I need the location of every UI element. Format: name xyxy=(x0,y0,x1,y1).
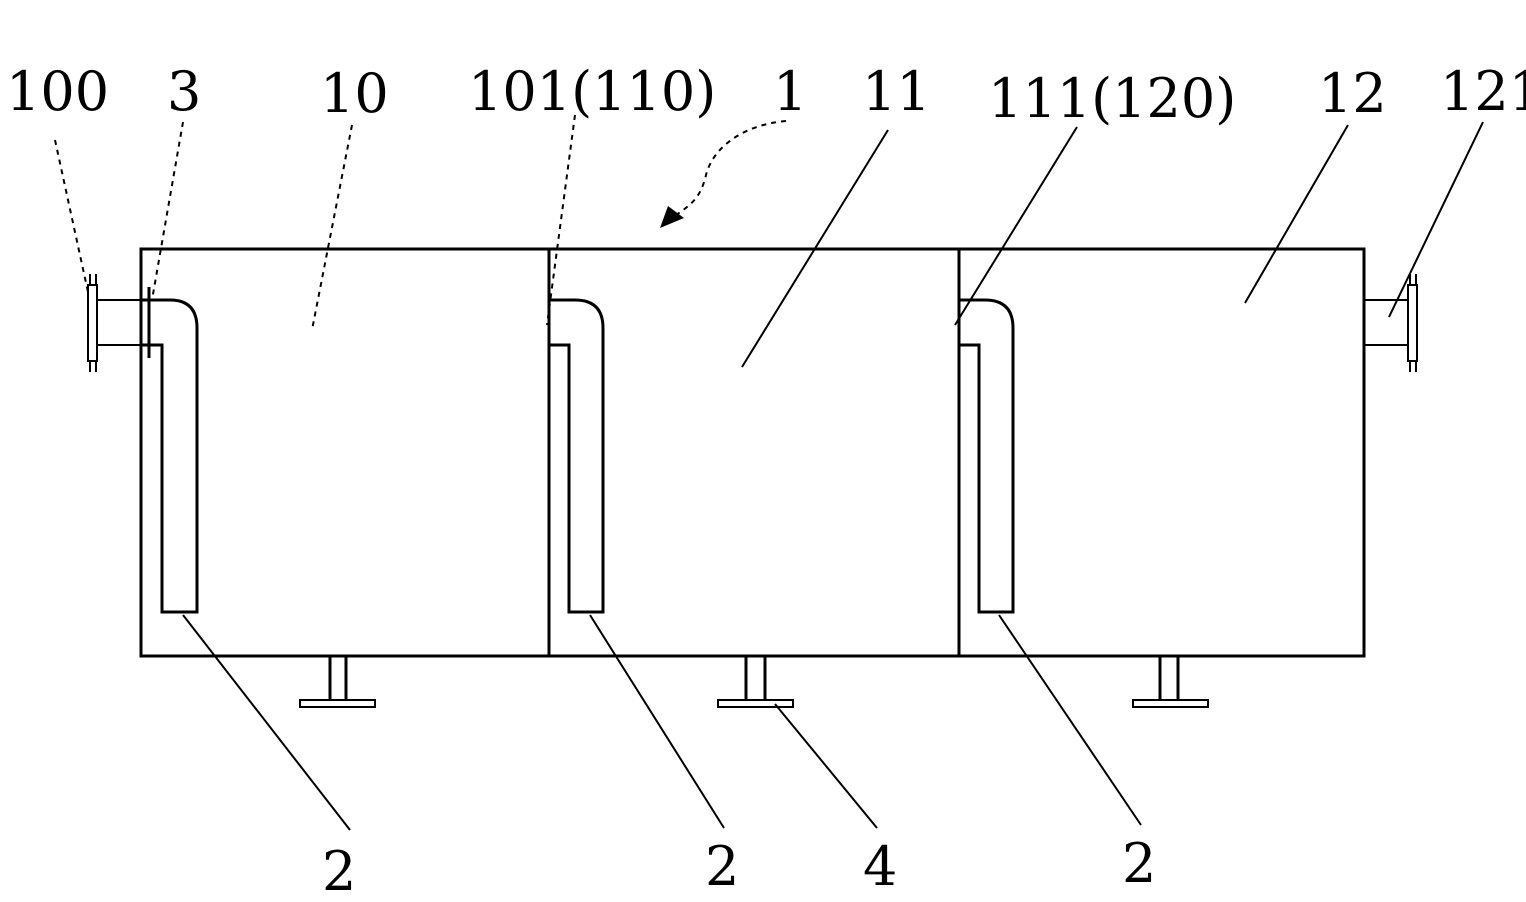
label-chamber-1: 10 xyxy=(320,62,389,125)
label-chamber-2: 11 xyxy=(862,60,931,123)
pipe-2 xyxy=(549,298,605,614)
support-leg-1 xyxy=(299,656,376,708)
label-outlet: 121 xyxy=(1440,60,1526,123)
tank-body xyxy=(139,247,1366,658)
label-port-1: 101(110) xyxy=(468,60,716,123)
tank-arrow-leader xyxy=(671,120,787,219)
label-inlet: 100 xyxy=(6,60,109,123)
label-port-2: 111(120) xyxy=(988,67,1236,130)
label-pipe-2: 2 xyxy=(705,835,739,898)
label-baffle: 3 xyxy=(167,60,201,123)
label-pipe-1: 2 xyxy=(322,840,356,902)
tank-arrow-head xyxy=(660,206,684,228)
outlet-flange xyxy=(1364,274,1418,372)
label-chamber-3: 12 xyxy=(1318,62,1387,125)
pipe-1 xyxy=(141,298,199,614)
label-support: 4 xyxy=(863,835,897,898)
label-pipe-3: 2 xyxy=(1122,832,1156,895)
support-leg-2 xyxy=(717,656,794,708)
support-leg-3 xyxy=(1132,656,1209,708)
pipe-3 xyxy=(959,298,1015,614)
label-tank: 1 xyxy=(773,60,807,123)
